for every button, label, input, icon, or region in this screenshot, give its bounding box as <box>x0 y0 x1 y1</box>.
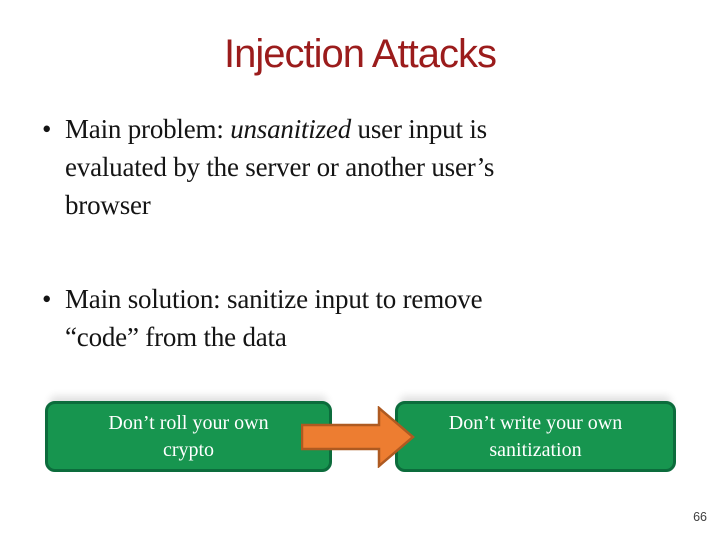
emphasized-word: unsanitized <box>230 114 351 144</box>
bullet-icon: • <box>42 114 52 144</box>
callout-line: crypto <box>162 438 215 461</box>
callout-line: Don’t roll your own <box>108 411 269 434</box>
bullet-line: “code” from the data <box>65 322 287 352</box>
slide-title: Injection Attacks <box>223 32 497 76</box>
callout-line: Don’t write your own <box>448 411 623 434</box>
bullet-main-problem: • Main problem: unsanitized user input i… <box>42 110 494 224</box>
callout-dont-write-sanitization: Don’t write your own sanitization <box>395 401 676 472</box>
callout-dont-roll-crypto: Don’t roll your own crypto <box>45 401 332 472</box>
page-number: 66 <box>693 510 707 524</box>
bullet-main-solution: • Main solution: sanitize input to remov… <box>42 280 483 356</box>
bullet-line: Main solution: sanitize input to remove <box>65 284 483 314</box>
bullet-main-solution-text: Main solution: sanitize input to remove … <box>65 280 483 356</box>
bullet-line: evaluated by the server or another user’… <box>65 152 495 182</box>
bullet-main-problem-text: Main problem: unsanitized user input is … <box>65 110 494 224</box>
right-arrow-icon <box>300 405 415 469</box>
bullet-line: browser <box>65 190 151 220</box>
bullet-line: Main problem: unsanitized user input is <box>65 114 487 144</box>
callout-line: sanitization <box>489 438 582 461</box>
bullet-icon: • <box>42 284 52 314</box>
